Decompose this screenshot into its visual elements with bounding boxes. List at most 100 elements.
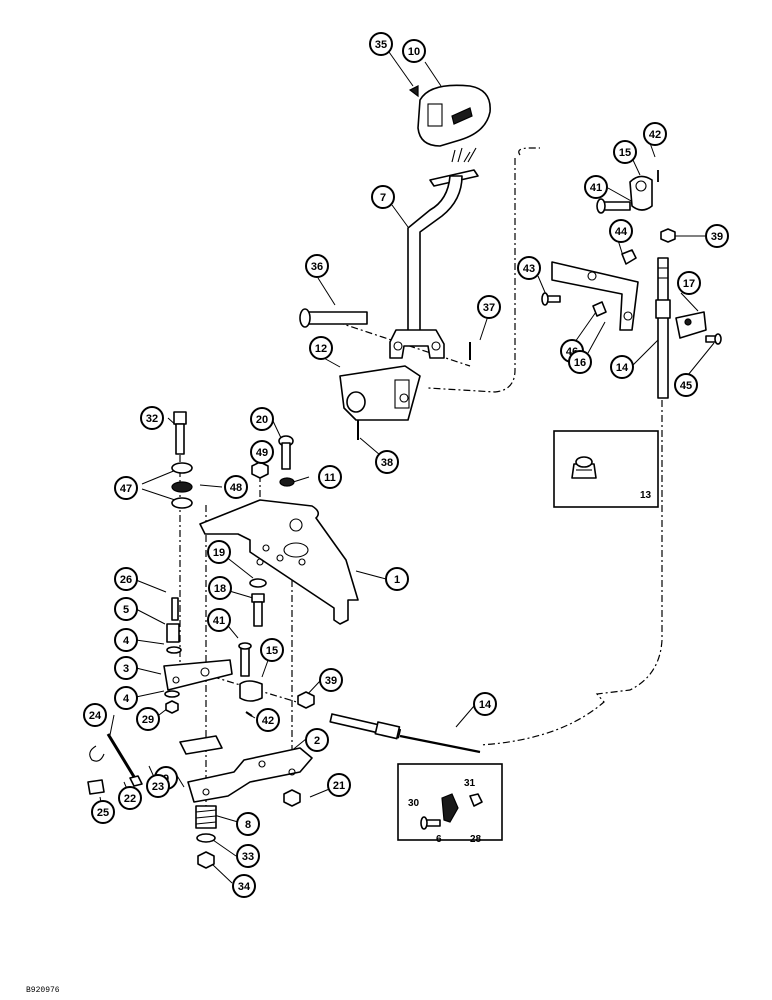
callout-17: 17	[677, 271, 701, 295]
callout-number: 16	[574, 357, 586, 369]
inset-part-label: 30	[408, 798, 420, 809]
callout-number: 11	[324, 472, 336, 484]
callout-number: 45	[680, 380, 692, 392]
callout-49: 49	[250, 440, 274, 464]
callout-number: 44	[615, 226, 628, 238]
callout-11: 11	[318, 465, 342, 489]
lever-arm-3-part	[163, 659, 233, 691]
callout-23: 23	[146, 774, 170, 798]
bolt-22-part	[106, 733, 138, 781]
flat-washer-47b-part	[171, 497, 193, 509]
callout-circle	[705, 224, 729, 248]
callout-number: 41	[590, 182, 602, 194]
callout-circle	[309, 336, 333, 360]
callout-number: 22	[124, 793, 136, 805]
callout-15: 15	[260, 638, 284, 662]
callout-number: 48	[230, 482, 242, 494]
callout-number: 7	[380, 192, 386, 204]
spring-8-part	[195, 805, 217, 829]
callout-number: 43	[523, 263, 535, 275]
bolt-18-part	[251, 593, 265, 627]
callout-number: 26	[120, 574, 132, 586]
callout-18: 18	[208, 576, 232, 600]
clip-6-part	[441, 793, 459, 823]
yoke-nut-part	[660, 228, 676, 243]
bushing-44-part	[621, 249, 637, 265]
bolt-30-part	[420, 816, 441, 830]
callout-45: 45	[674, 373, 698, 397]
nut-28-part	[469, 793, 483, 807]
inset-13	[553, 430, 659, 508]
callout-circle	[613, 140, 637, 164]
inset-detail	[397, 763, 503, 841]
callout-7: 7	[371, 185, 395, 209]
callout-circle	[517, 256, 541, 280]
callout-circle	[140, 406, 164, 430]
bolt-32-part	[173, 411, 187, 455]
callout-circle	[146, 774, 170, 798]
callout-1: 1	[385, 567, 409, 591]
callout-25: 25	[91, 800, 115, 824]
callout-number: 38	[381, 457, 393, 469]
callout-42: 42	[256, 708, 280, 732]
bracket-2-part	[187, 747, 313, 803]
bushing-46-part	[592, 301, 607, 317]
cotter-42-part	[245, 711, 253, 717]
inset-part-label: 31	[464, 778, 476, 789]
callout-circle	[114, 597, 138, 621]
callout-21: 21	[327, 773, 351, 797]
callout-circle	[207, 540, 231, 564]
callout-29: 29	[136, 707, 160, 731]
cable-yoke-lower-part	[239, 680, 263, 702]
washer-4b-part	[164, 690, 180, 698]
callout-circle	[305, 254, 329, 278]
callout-43: 43	[517, 256, 541, 280]
bracket-screw-part	[541, 292, 561, 306]
nut-49-part	[251, 461, 269, 479]
washer-33-part	[196, 833, 216, 843]
callout-19: 19	[207, 540, 231, 564]
callout-44: 44	[609, 219, 633, 243]
callout-circle	[236, 812, 260, 836]
callout-48: 48	[224, 475, 248, 499]
callout-number: 18	[214, 583, 226, 595]
callout-36: 36	[305, 254, 329, 278]
callout-32: 32	[140, 406, 164, 430]
callout-41: 41	[584, 175, 608, 199]
knob-screw-part	[408, 85, 419, 98]
callout-number: 2	[314, 735, 320, 747]
callout-circle	[319, 668, 343, 692]
callout-number: 37	[483, 302, 495, 314]
callout-number: 29	[142, 714, 154, 726]
callout-circle	[250, 440, 274, 464]
cable-clamp-part	[675, 311, 707, 339]
callout-circle	[250, 407, 274, 431]
callout-24: 24	[83, 703, 107, 727]
callout-number: 17	[683, 278, 695, 290]
callout-41: 41	[207, 608, 231, 632]
inset-13-label: 13	[640, 490, 652, 501]
cable-bracket-part	[551, 261, 639, 331]
callout-number: 25	[97, 807, 109, 819]
callout-circle	[610, 355, 634, 379]
inset-part-label: 28	[470, 834, 482, 845]
callout-10: 10	[402, 39, 426, 63]
flat-washer-47a-part	[171, 462, 193, 474]
callout-number: 14	[616, 362, 629, 374]
callout-number: 42	[649, 129, 661, 141]
callout-circle	[375, 450, 399, 474]
callout-22: 22	[118, 786, 142, 810]
callout-14: 14	[610, 355, 634, 379]
callout-number: 41	[213, 615, 225, 627]
callout-42: 42	[643, 122, 667, 146]
callout-number: 10	[408, 46, 420, 58]
callout-number: 8	[245, 819, 251, 831]
cable-yoke-part	[629, 175, 653, 211]
callout-circle	[609, 219, 633, 243]
lock-washer-48-part	[171, 481, 193, 493]
callout-circle	[318, 465, 342, 489]
callout-number: 49	[256, 447, 268, 459]
